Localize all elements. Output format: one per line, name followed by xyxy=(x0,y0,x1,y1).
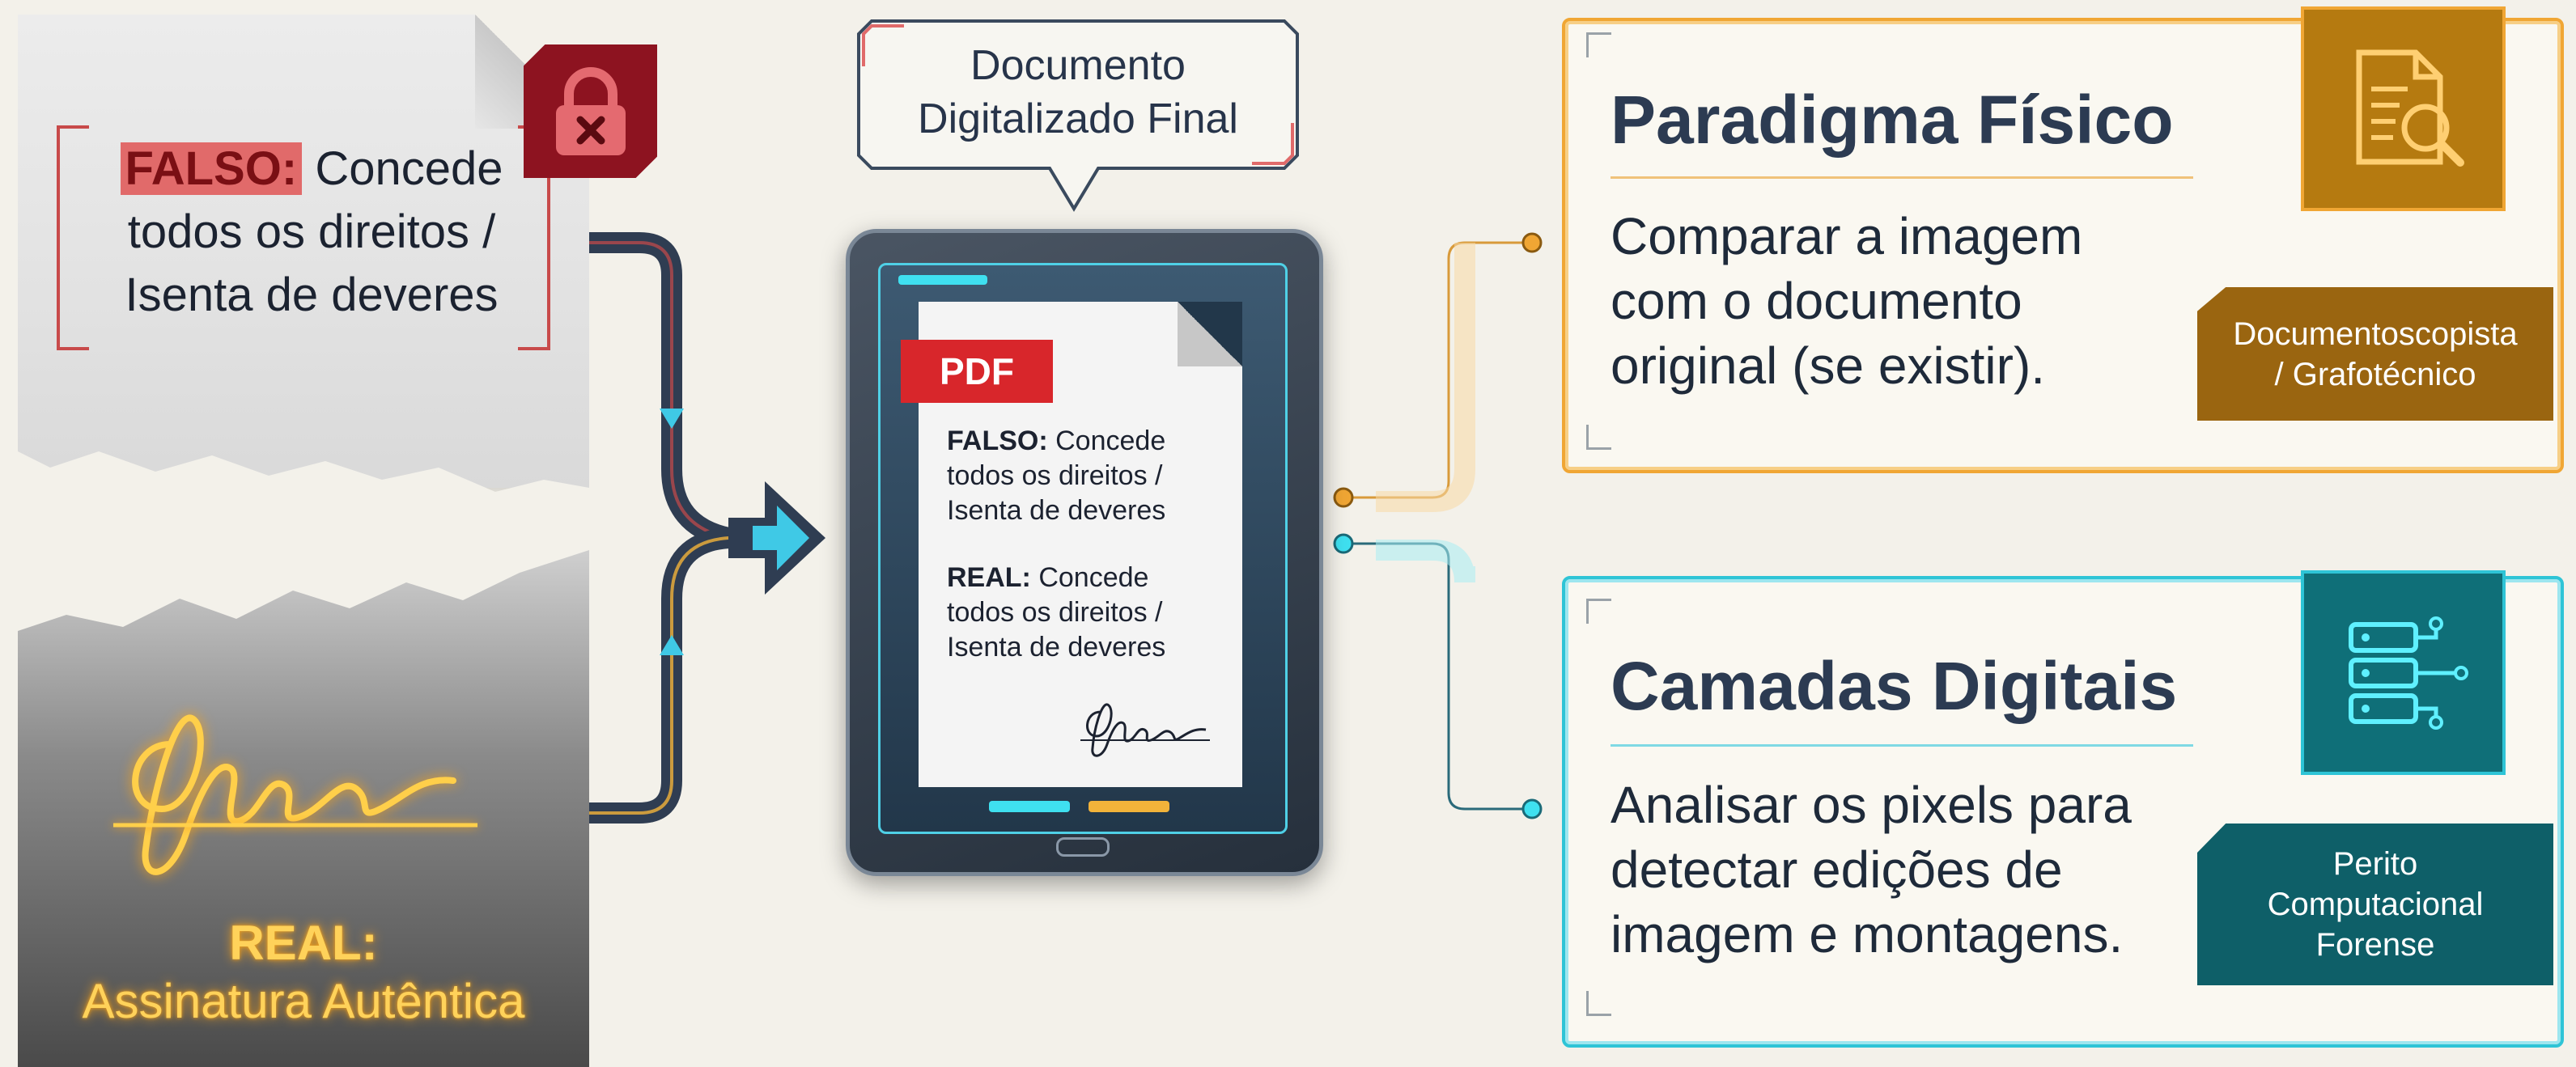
fake-document-text: FALSO: Concede todos os direitos / Isent… xyxy=(57,138,567,327)
physical-role-line2: / Grafotécnico xyxy=(2274,356,2476,392)
screen-amber-bar xyxy=(1089,801,1169,812)
physical-role-badge: Documentoscopista / Grafotécnico xyxy=(2197,287,2553,421)
fake-line2: todos os direitos / xyxy=(127,205,496,258)
pdf-false-line3: Isenta de deveres xyxy=(947,495,1166,526)
lock-icon xyxy=(524,44,657,178)
physical-panel-title: Paradigma Físico xyxy=(1611,82,2174,158)
bracket-left xyxy=(57,125,89,350)
digital-desc-line2: detectar edições de xyxy=(1611,840,2063,899)
callout-text: Documento Digitalizado Final xyxy=(855,39,1301,146)
callout-line1: Documento xyxy=(970,42,1186,89)
pdf-real-line1: Concede xyxy=(1038,562,1149,593)
digital-desc-line1: Analisar os pixels para xyxy=(1611,776,2132,834)
pdf-false-line2: todos os direitos / xyxy=(947,460,1163,491)
digital-role-line3: Forense xyxy=(2315,927,2435,963)
digital-role-badge: Perito Computacional Forense xyxy=(2197,824,2553,985)
digital-desc-line3: imagem e montagens. xyxy=(1611,905,2124,963)
screen-indicator-bar xyxy=(898,275,987,285)
real-caption: Assinatura Autêntica xyxy=(82,974,525,1028)
digital-panel-title: Camadas Digitais xyxy=(1611,648,2178,724)
digital-role-line1: Perito xyxy=(2332,846,2418,882)
physical-panel-description: Comparar a imagem com o documento origin… xyxy=(1611,204,2082,398)
pdf-real-line3: Isenta de deveres xyxy=(947,632,1166,663)
real-label: REAL: xyxy=(229,916,378,970)
pdf-fold-corner xyxy=(1178,302,1242,366)
digital-title-rule xyxy=(1611,744,2193,747)
pdf-badge: PDF xyxy=(901,340,1053,403)
real-document-label: REAL: Assinatura Autêntica xyxy=(18,914,589,1031)
false-label: FALSO: xyxy=(120,142,303,195)
pdf-real-label: REAL: xyxy=(947,562,1031,593)
physical-desc-line1: Comparar a imagem xyxy=(1611,207,2083,265)
physical-desc-line3: original (se existir). xyxy=(1611,337,2046,395)
physical-desc-line2: com o documento xyxy=(1611,272,2022,330)
callout-bubble xyxy=(857,19,1299,212)
fake-line1: Concede xyxy=(315,142,503,195)
physical-title-rule xyxy=(1611,176,2193,179)
pdf-false-line1: Concede xyxy=(1055,426,1166,456)
corner-mark xyxy=(1586,32,1611,57)
corner-mark xyxy=(1586,425,1611,450)
fake-line3: Isenta de deveres xyxy=(125,269,499,321)
real-document-paper xyxy=(18,550,589,1067)
document-magnifier-icon xyxy=(2301,6,2506,211)
corner-mark xyxy=(1586,991,1611,1016)
server-network-icon xyxy=(2301,570,2506,775)
digital-panel-description: Analisar os pixels para detectar edições… xyxy=(1611,773,2132,967)
pdf-false-label: FALSO: xyxy=(947,426,1048,456)
screen-cyan-bar xyxy=(989,801,1070,812)
callout-line2: Digitalizado Final xyxy=(918,95,1238,142)
tablet-home-button[interactable] xyxy=(1056,837,1110,857)
pdf-signature-icon xyxy=(1080,703,1210,757)
signature-glow-icon xyxy=(113,714,477,875)
corner-mark xyxy=(1586,599,1611,624)
digital-role-line2: Computacional xyxy=(2267,887,2484,922)
physical-role-line1: Documentoscopista xyxy=(2233,315,2518,352)
pdf-document-text: FALSO: Concede todos os direitos / Isent… xyxy=(947,424,1230,665)
pdf-real-line2: todos os direitos / xyxy=(947,597,1163,628)
